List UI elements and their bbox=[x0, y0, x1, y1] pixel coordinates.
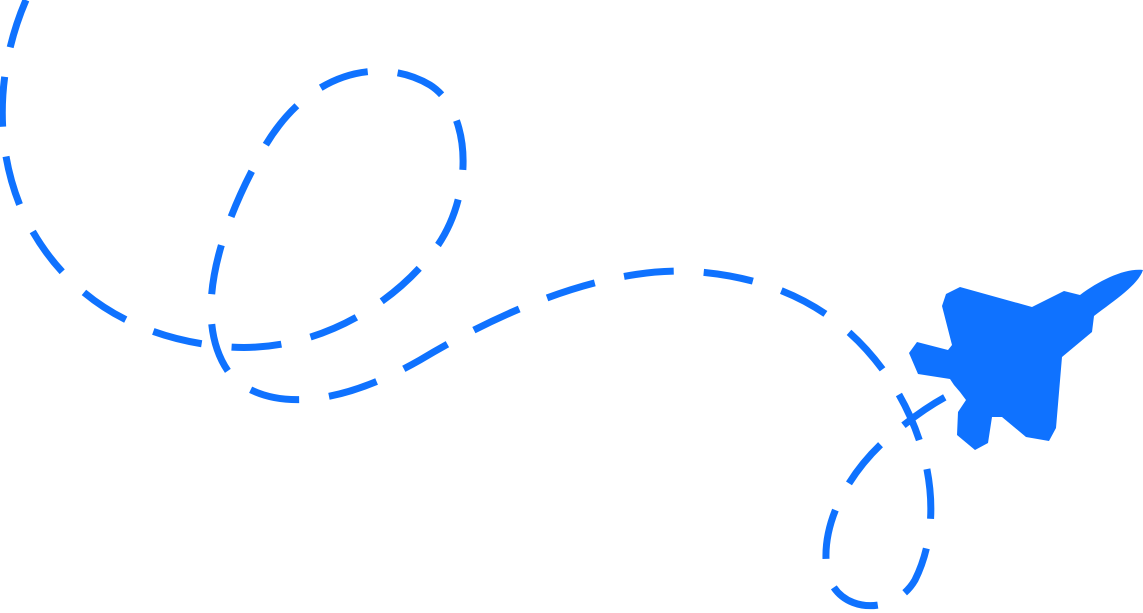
fighter-jet-icon bbox=[909, 269, 1143, 450]
dashed-flight-trail bbox=[0, 0, 957, 610]
